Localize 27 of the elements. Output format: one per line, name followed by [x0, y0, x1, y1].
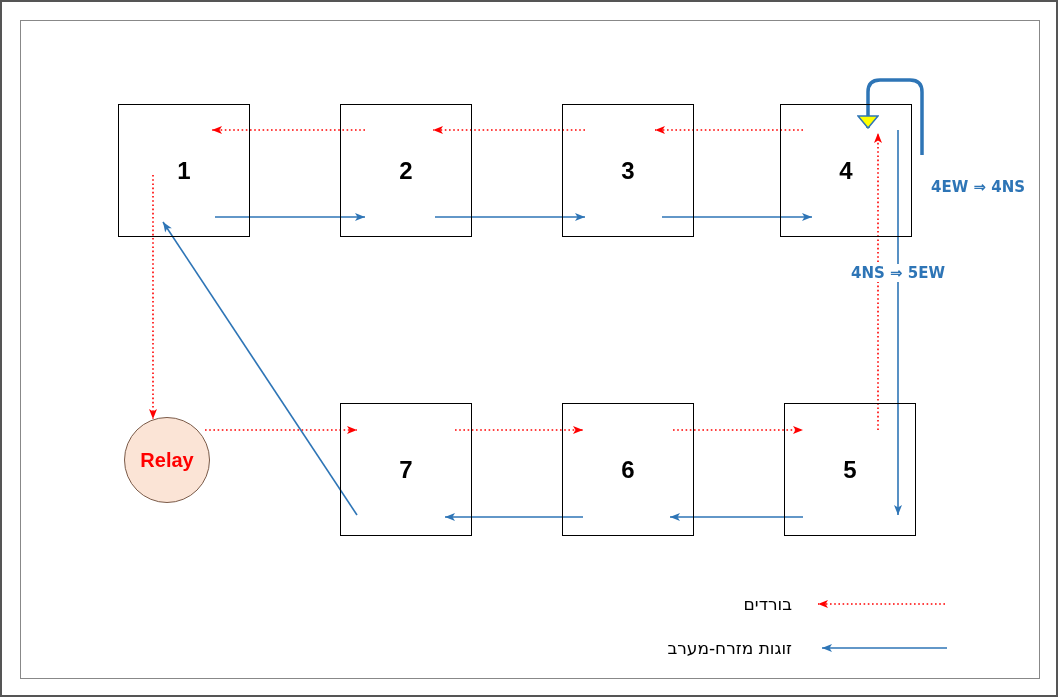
arrow: [454, 426, 584, 434]
station-box: 5: [784, 403, 916, 536]
station-box: 6: [562, 403, 694, 536]
arrow: [444, 513, 584, 521]
arrow: [204, 426, 358, 434]
arrow: [214, 213, 366, 221]
arrow: [654, 126, 804, 134]
arrow: [432, 126, 586, 134]
station-box: 7: [340, 403, 472, 536]
arrow: [661, 213, 813, 221]
arrow: [149, 174, 157, 420]
arrow: [669, 513, 804, 521]
legend-text: בורדים: [743, 594, 792, 614]
legend-text: זוגות מזרח-מערב: [667, 638, 792, 658]
station-box: 4: [780, 104, 912, 237]
arrow: [211, 126, 366, 134]
station-box: 2: [340, 104, 472, 237]
arrow: [874, 132, 882, 431]
edge-label: 4NS ⇒ 5EW: [849, 264, 947, 282]
arrow: [857, 78, 924, 155]
relay-circle: Relay: [124, 417, 210, 503]
station-box: 3: [562, 104, 694, 237]
arrow: [434, 213, 586, 221]
arrow: [894, 129, 902, 516]
arrow: [672, 426, 804, 434]
station-box: 1: [118, 104, 250, 237]
arrow: [162, 221, 358, 516]
